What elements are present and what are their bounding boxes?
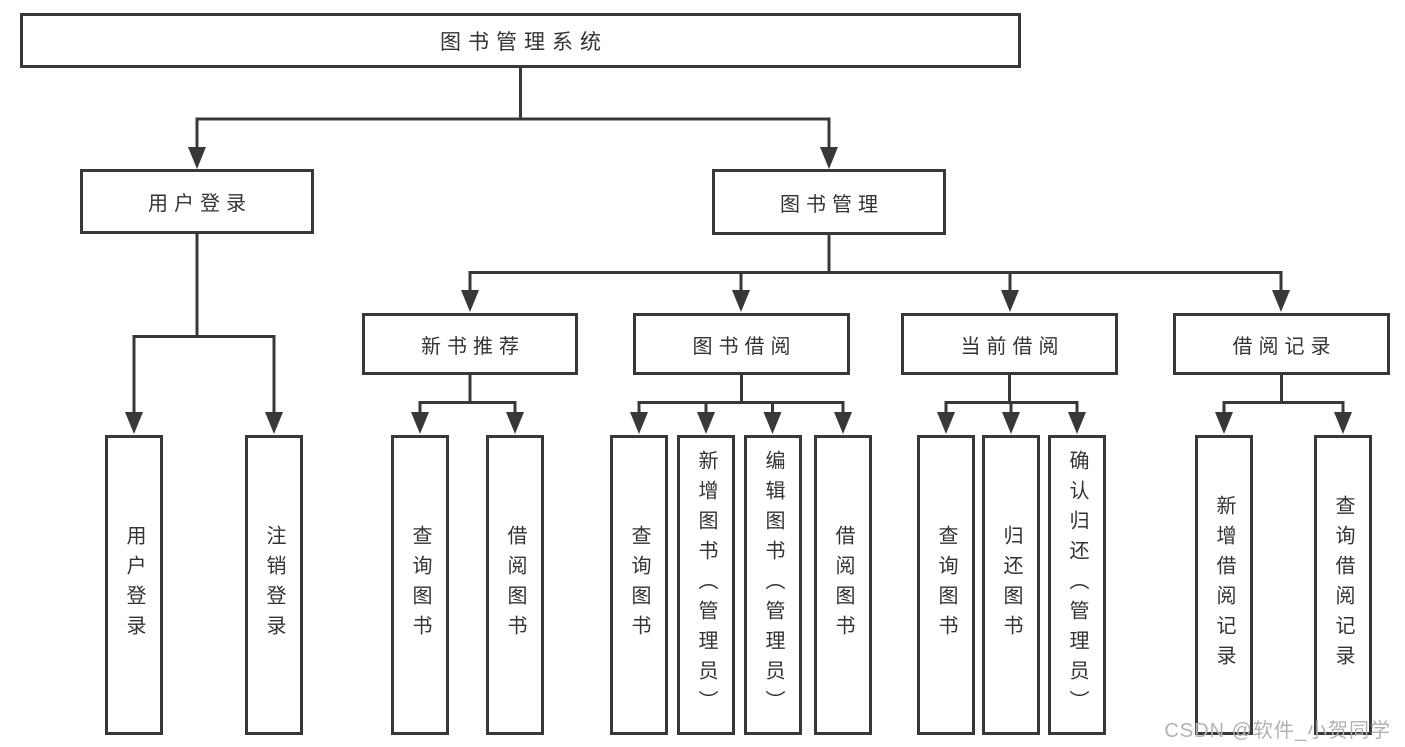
node-label: 图书管理系统 — [440, 30, 608, 54]
leaf-current-query-books: 查询图书 — [917, 435, 975, 735]
node-label: 图书借阅 — [692, 335, 797, 358]
node-label: 新书推荐 — [421, 335, 525, 358]
watermark: CSDN @软件_小贺同学 — [1164, 720, 1391, 742]
leaf-user-login: 用户登录 — [105, 435, 163, 735]
leaf-current-confirm-return-admin: 确认归还（管理员） — [1048, 435, 1106, 735]
node-label: 图书管理 — [780, 193, 884, 216]
leaf-label: 归还图书 — [1000, 525, 1022, 645]
leaf-label: 编辑图书（管理员） — [762, 450, 784, 720]
node-book-management: 图书管理 — [712, 169, 946, 235]
node-label: 用户登录 — [148, 193, 252, 215]
connector-line — [132, 232, 276, 413]
connector-line — [944, 375, 1079, 414]
leaf-label: 查询借阅记录 — [1332, 495, 1354, 675]
leaf-record-query-borrow-record: 查询借阅记录 — [1314, 435, 1372, 735]
leaf-borrow-query-books: 查询图书 — [610, 435, 668, 735]
node-user-login: 用户登录 — [80, 169, 314, 234]
leaf-recommend-borrow-books: 借阅图书 — [486, 435, 544, 735]
leaf-recommend-query-books: 查询图书 — [391, 435, 449, 735]
leaf-borrow-add-books-admin: 新增图书（管理员） — [677, 435, 735, 735]
connector-line — [195, 66, 831, 148]
leaf-borrow-edit-books-admin: 编辑图书（管理员） — [744, 435, 802, 735]
leaf-record-add-borrow-record: 新增借阅记录 — [1195, 435, 1253, 735]
leaf-label: 借阅图书 — [504, 525, 526, 645]
connector-line — [468, 233, 1283, 292]
leaf-label: 查询图书 — [628, 525, 650, 645]
leaf-label: 查询图书 — [409, 525, 431, 645]
leaf-label: 新增借阅记录 — [1213, 495, 1235, 675]
node-borrowing-records: 借阅记录 — [1173, 313, 1390, 375]
leaf-label: 新增图书（管理员） — [695, 450, 717, 720]
leaf-current-return-books: 归还图书 — [982, 435, 1040, 735]
leaf-logout: 注销登录 — [245, 435, 303, 735]
node-library-management-system: 图书管理系统 — [20, 13, 1021, 68]
leaf-borrow-borrow-books: 借阅图书 — [814, 435, 872, 735]
connector-line — [418, 375, 517, 414]
leaf-label: 确认归还（管理员） — [1066, 450, 1088, 720]
node-label: 当前借阅 — [960, 335, 1065, 358]
node-book-borrowing: 图书借阅 — [633, 313, 850, 375]
leaf-label: 借阅图书 — [832, 525, 854, 645]
leaf-label: 用户登录 — [123, 525, 145, 645]
connector-line — [637, 375, 845, 414]
connector-line — [1222, 375, 1345, 414]
arrowhead — [125, 147, 1352, 434]
node-new-book-recommendation: 新书推荐 — [362, 313, 578, 375]
leaf-label: 查询图书 — [935, 525, 957, 645]
node-label: 借阅记录 — [1232, 335, 1337, 358]
node-current-borrowing: 当前借阅 — [901, 313, 1118, 375]
leaf-label: 注销登录 — [263, 525, 285, 645]
